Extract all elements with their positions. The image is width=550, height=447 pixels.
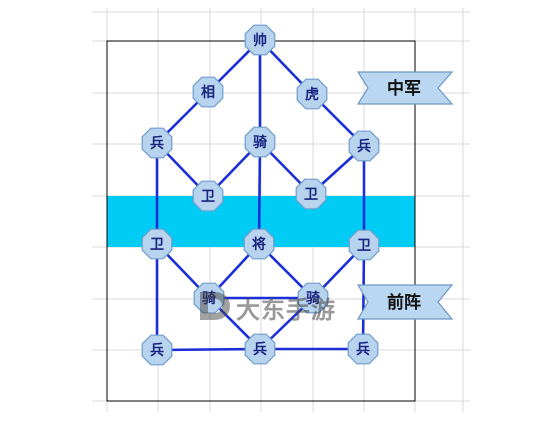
node-hu: 虎 (296, 78, 328, 110)
node-label: 兵 (356, 341, 370, 358)
node-octagon (192, 180, 224, 212)
ribbon-qianzhen: 前阵 (356, 284, 454, 320)
node-label: 相 (201, 84, 215, 101)
node-octagon (244, 333, 276, 365)
ribbon-zhongjun: 中军 (356, 71, 454, 105)
node-octagon (347, 333, 379, 365)
node-label: 卫 (357, 238, 371, 254)
node-octagon (295, 178, 327, 210)
node-label: 卫 (304, 187, 318, 203)
watermark-logo-icon (200, 292, 230, 320)
node-label: 兵 (357, 138, 371, 155)
node-label: 将 (252, 236, 266, 253)
node-bing-left-upper: 兵 (141, 127, 173, 159)
node-label: 骑 (253, 134, 267, 151)
node-label: 虎 (305, 86, 319, 103)
node-octagon (141, 228, 173, 260)
node-wei-mid-left: 卫 (192, 180, 224, 212)
connection-line (156, 347, 261, 352)
watermark-text: 大东手游 (236, 296, 336, 324)
node-wei-mid-right: 卫 (295, 178, 327, 210)
node-wei-right: 卫 (348, 229, 380, 261)
node-label: 卫 (150, 237, 164, 253)
node-bing-center-lower: 兵 (244, 333, 276, 365)
node-wei-left: 卫 (141, 228, 173, 260)
connection-line (361, 244, 366, 350)
node-qi-upper: 骑 (244, 126, 276, 158)
ribbon-shape (356, 71, 454, 105)
node-octagon (348, 229, 380, 261)
node-octagon (243, 228, 275, 260)
node-bing-left-lower: 兵 (141, 334, 173, 366)
ribbon-shape (356, 284, 454, 320)
node-label: 兵 (150, 342, 164, 359)
connection-line (257, 141, 262, 245)
node-octagon (297, 282, 329, 314)
node-label: 卫 (201, 189, 215, 205)
node-label: 骑 (306, 290, 320, 307)
node-octagon (192, 76, 224, 108)
watermark: 大东手游 (196, 286, 356, 326)
ribbon-label-zhongjun: 中军 (387, 78, 421, 99)
ribbon-label-qianzhen: 前阵 (387, 292, 421, 313)
node-bing-right-lower: 兵 (347, 333, 379, 365)
node-octagon (141, 127, 173, 159)
node-xiang: 相 (192, 76, 224, 108)
node-label: 帅 (253, 32, 267, 49)
node-octagon (141, 334, 173, 366)
node-octagon (244, 126, 276, 158)
node-bing-right-upper: 兵 (348, 130, 380, 162)
node-shuai: 帅 (244, 24, 276, 56)
node-qi-lower-right: 骑 (297, 282, 329, 314)
node-label: 兵 (150, 135, 164, 152)
node-octagon (296, 78, 328, 110)
node-jiang: 将 (243, 228, 275, 260)
node-label: 兵 (253, 341, 267, 358)
node-octagon (244, 24, 276, 56)
node-octagon (348, 130, 380, 162)
